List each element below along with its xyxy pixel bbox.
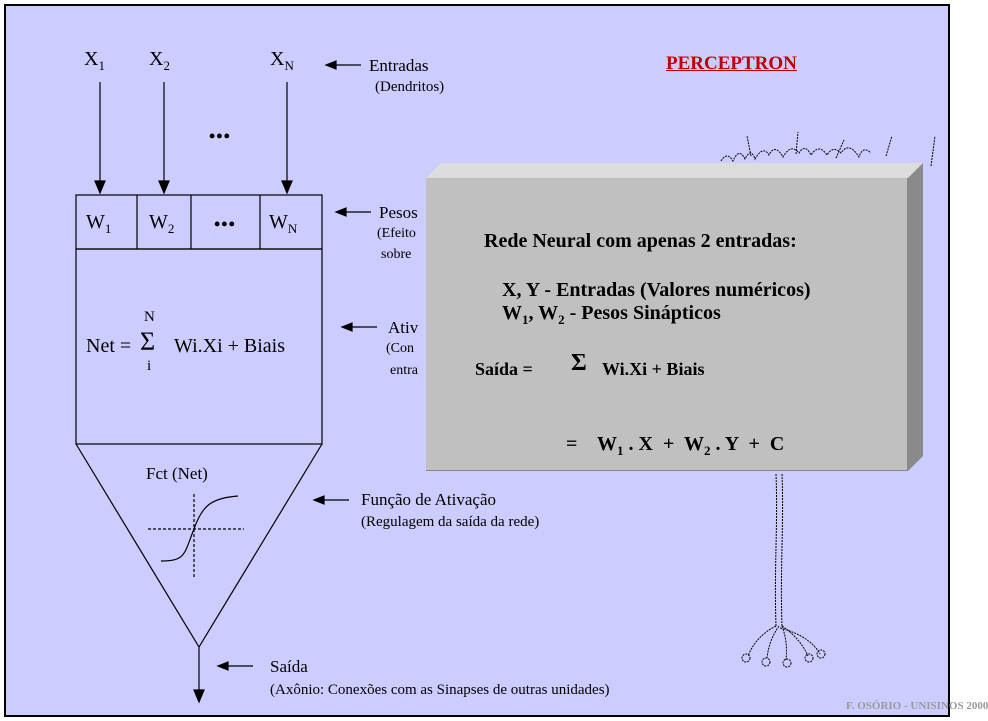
weights-sublabel-1: (Efeito [377,226,416,241]
activation-function-label: Função de Ativação [361,490,497,509]
input-xn: XN [270,48,294,73]
weight-ellipsis: ••• [214,214,236,234]
weight-w2: W2 [149,211,175,236]
popup-saida-rhs: Wi.Xi + Biais [602,359,705,379]
input-ellipsis: ••• [209,126,231,146]
net-sum-lower: i [147,358,152,374]
activation-input-label: Ativ [388,318,419,337]
weights-sublabel-2: sobre [381,247,412,262]
slide-title: PERCEPTRON [666,53,797,74]
inputs-sublabel: (Dendritos) [375,79,445,95]
author-credit: F. OSÓRIO - UNISINOS 2000 [846,700,988,712]
activation-input-sublabel-1: (Con [386,341,414,356]
weight-w1: W1 [86,211,112,236]
popup-bevel [426,163,923,471]
input-x2: X2 [149,48,170,73]
popup-sigma: Σ [571,350,587,376]
slide: PERCEPTRON X1 X2 XN ••• Entradas (Dendri… [4,4,988,717]
popup-line-weights: W1, W2 - Pesos Sinápticos [502,302,721,327]
weights-label: Pesos [379,203,418,222]
net-rhs: Wi.Xi + Biais [174,335,286,357]
weight-wn: WN [269,211,298,236]
popup-saida: Saída = [475,359,533,379]
sigma-symbol: Σ [140,327,156,356]
popup-heading: Rede Neural com apenas 2 entradas: [484,230,797,252]
info-popup: Rede Neural com apenas 2 entradas: X, Y … [426,178,908,471]
output-sublabel: (Axônio: Conexões com as Sinapses de out… [270,682,610,698]
inputs-label: Entradas [369,56,429,75]
activation-function-sublabel: (Regulagem da saída da rede) [361,514,540,530]
net-sum-upper: N [144,309,155,325]
input-x1: X1 [84,48,105,73]
fct-label: Fct (Net) [146,464,208,483]
net-lhs: Net = [86,335,132,357]
neuron-drawing [75,60,936,704]
popup-line-inputs: X, Y - Entradas (Valores numéricos) [502,279,811,301]
popup-equation: = W1 . X + W2 . Y + C [566,433,785,458]
output-label: Saída [270,657,308,676]
activation-input-sublabel-2: entra [390,363,418,378]
